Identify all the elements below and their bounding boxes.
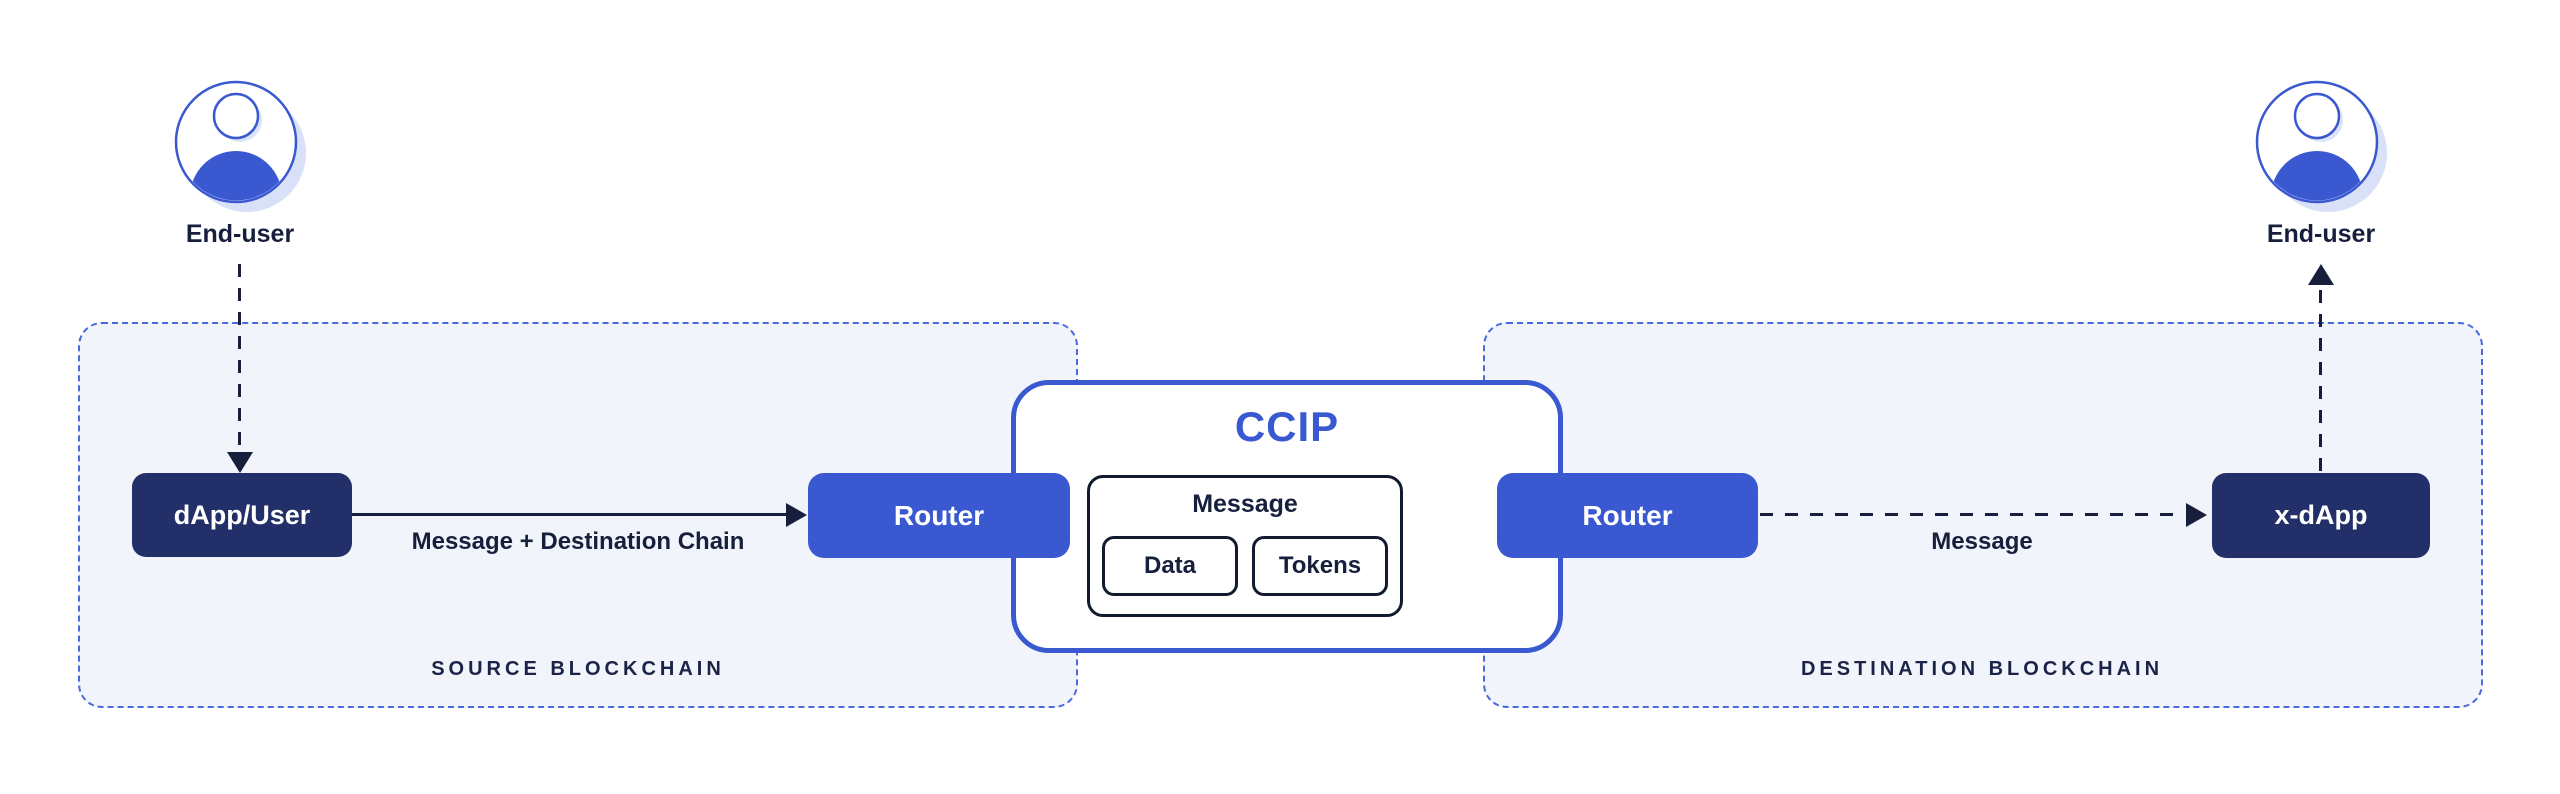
source-arrow-label: Message + Destination Chain	[411, 528, 745, 555]
destination-arrow-label: Message	[1931, 528, 2033, 555]
dapp-user-node: dApp/User	[132, 473, 352, 557]
message-box: Message Data Tokens	[1087, 475, 1403, 617]
end-user-label-right: End-user	[2266, 220, 2376, 248]
router-to-xdapp-dashed-line	[1760, 513, 2184, 516]
user-avatar-icon	[174, 80, 306, 212]
router-source-node: Router	[808, 473, 1070, 558]
data-box: Data	[1102, 536, 1238, 596]
tokens-box: Tokens	[1252, 536, 1388, 596]
router-destination-node: Router	[1497, 473, 1758, 558]
ccip-container: CCIP Message Data Tokens	[1011, 380, 1563, 653]
user-avatar-icon	[2255, 80, 2387, 212]
x-dapp-node: x-dApp	[2212, 473, 2430, 558]
message-box-title: Message	[1192, 490, 1298, 518]
arrowhead-right-icon	[786, 503, 807, 527]
dapp-to-router-line	[352, 513, 786, 516]
destination-blockchain-label: DESTINATION BLOCKCHAIN	[1800, 658, 2164, 680]
message-contents: Data Tokens	[1090, 536, 1400, 596]
xdapp-to-enduser-dashed-line	[2319, 290, 2322, 472]
arrowhead-down-icon	[227, 452, 253, 473]
arrowhead-up-icon	[2308, 264, 2334, 285]
source-blockchain-label: SOURCE BLOCKCHAIN	[431, 658, 725, 680]
end-user-label-left: End-user	[185, 220, 295, 248]
arrowhead-right-icon	[2186, 503, 2207, 527]
ccip-title: CCIP	[1234, 403, 1340, 450]
enduser-to-dapp-dashed-line	[238, 264, 241, 454]
